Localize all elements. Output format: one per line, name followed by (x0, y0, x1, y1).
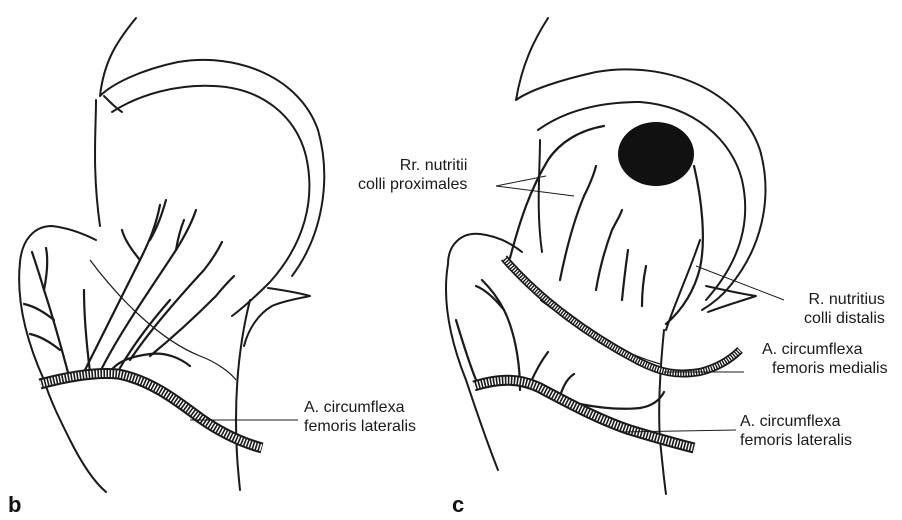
panel-b-femoral-head-inner (112, 86, 309, 316)
label-c-circumflexa-medialis: A. circumflexa femoris medialis (762, 340, 888, 378)
panel-c-shaft-medial (659, 330, 666, 494)
panel-b-neck-top (104, 96, 122, 112)
panel-b-femoral-head-outer (100, 18, 324, 276)
label-b-circumflexa-lateralis: A. circumflexa femoris lateralis (304, 398, 416, 436)
panel-c-necrosis-area (618, 122, 694, 186)
panel-letter-c: c (452, 492, 464, 518)
label-c-circumflexa-lateralis-line2: femoris lateralis (740, 431, 852, 450)
panel-b-greater-trochanter (19, 226, 106, 492)
label-c-circumflexa-lateralis-line1: A. circumflexa (740, 412, 852, 431)
panel-b-drawing (19, 18, 324, 492)
label-b-circumflexa-lateralis-line1: A. circumflexa (304, 398, 416, 417)
panel-b-shaft-medial (236, 300, 250, 490)
panel-c-leader-proximales-b (496, 186, 574, 196)
label-c-nutritius-distalis: R. nutritius colli distalis (790, 290, 885, 328)
label-b-circumflexa-lateralis-line2: femoris lateralis (304, 417, 416, 436)
label-c-circumflexa-medialis-line2: femoris medialis (762, 359, 888, 378)
panel-letter-b: b (8, 492, 21, 518)
label-c-circumflexa-medialis-line1: A. circumflexa (762, 340, 888, 359)
label-c-nutritius-distalis-line2: colli distalis (790, 309, 885, 328)
panel-c-drawing (446, 18, 784, 494)
panel-b-intertrochanteric-line (90, 260, 236, 380)
label-c-circumflexa-lateralis: A. circumflexa femoris lateralis (740, 412, 852, 450)
panel-b-neck-upper (95, 100, 100, 226)
label-c-nutritii-proximales: Rr. nutritii colli proximales (358, 156, 467, 194)
label-c-nutritii-proximales-line2: colli proximales (358, 175, 467, 194)
label-c-nutritius-distalis-line1: R. nutritius (790, 290, 885, 309)
panel-c-circumflexa-medialis-vessel (504, 258, 740, 374)
label-c-nutritii-proximales-line1: Rr. nutritii (358, 156, 467, 175)
